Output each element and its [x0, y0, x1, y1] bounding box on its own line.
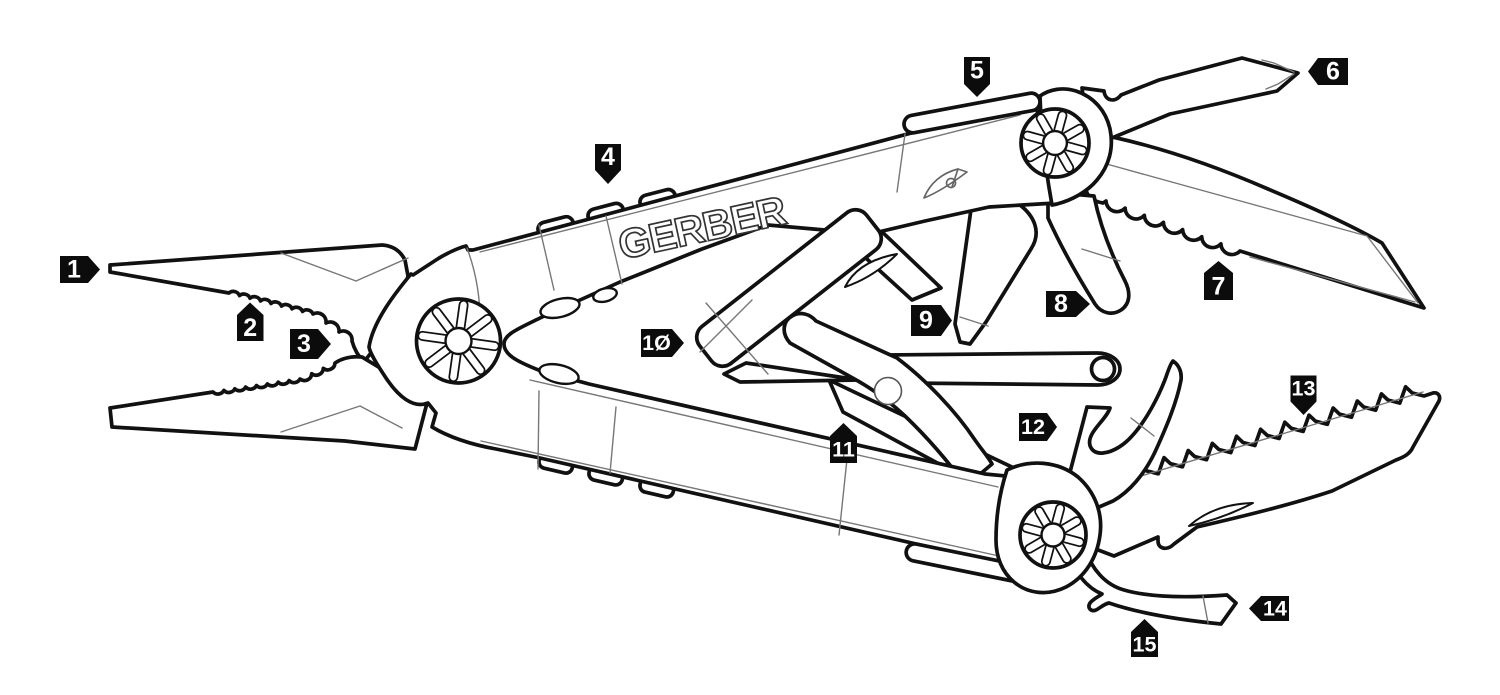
svg-text:14: 14 [1263, 597, 1287, 621]
svg-text:15: 15 [1133, 633, 1157, 657]
svg-text:7: 7 [1212, 273, 1226, 301]
svg-text:12: 12 [1021, 415, 1045, 439]
svg-text:11: 11 [832, 438, 855, 462]
svg-text:1Ø: 1Ø [642, 331, 671, 355]
svg-text:9: 9 [919, 307, 933, 335]
svg-text:2: 2 [243, 314, 257, 342]
svg-text:6: 6 [1326, 58, 1340, 86]
svg-text:1: 1 [67, 256, 81, 284]
svg-text:4: 4 [601, 143, 615, 171]
svg-text:5: 5 [970, 57, 984, 85]
svg-text:3: 3 [297, 330, 311, 358]
svg-text:8: 8 [1054, 290, 1068, 318]
svg-text:13: 13 [1292, 377, 1316, 401]
